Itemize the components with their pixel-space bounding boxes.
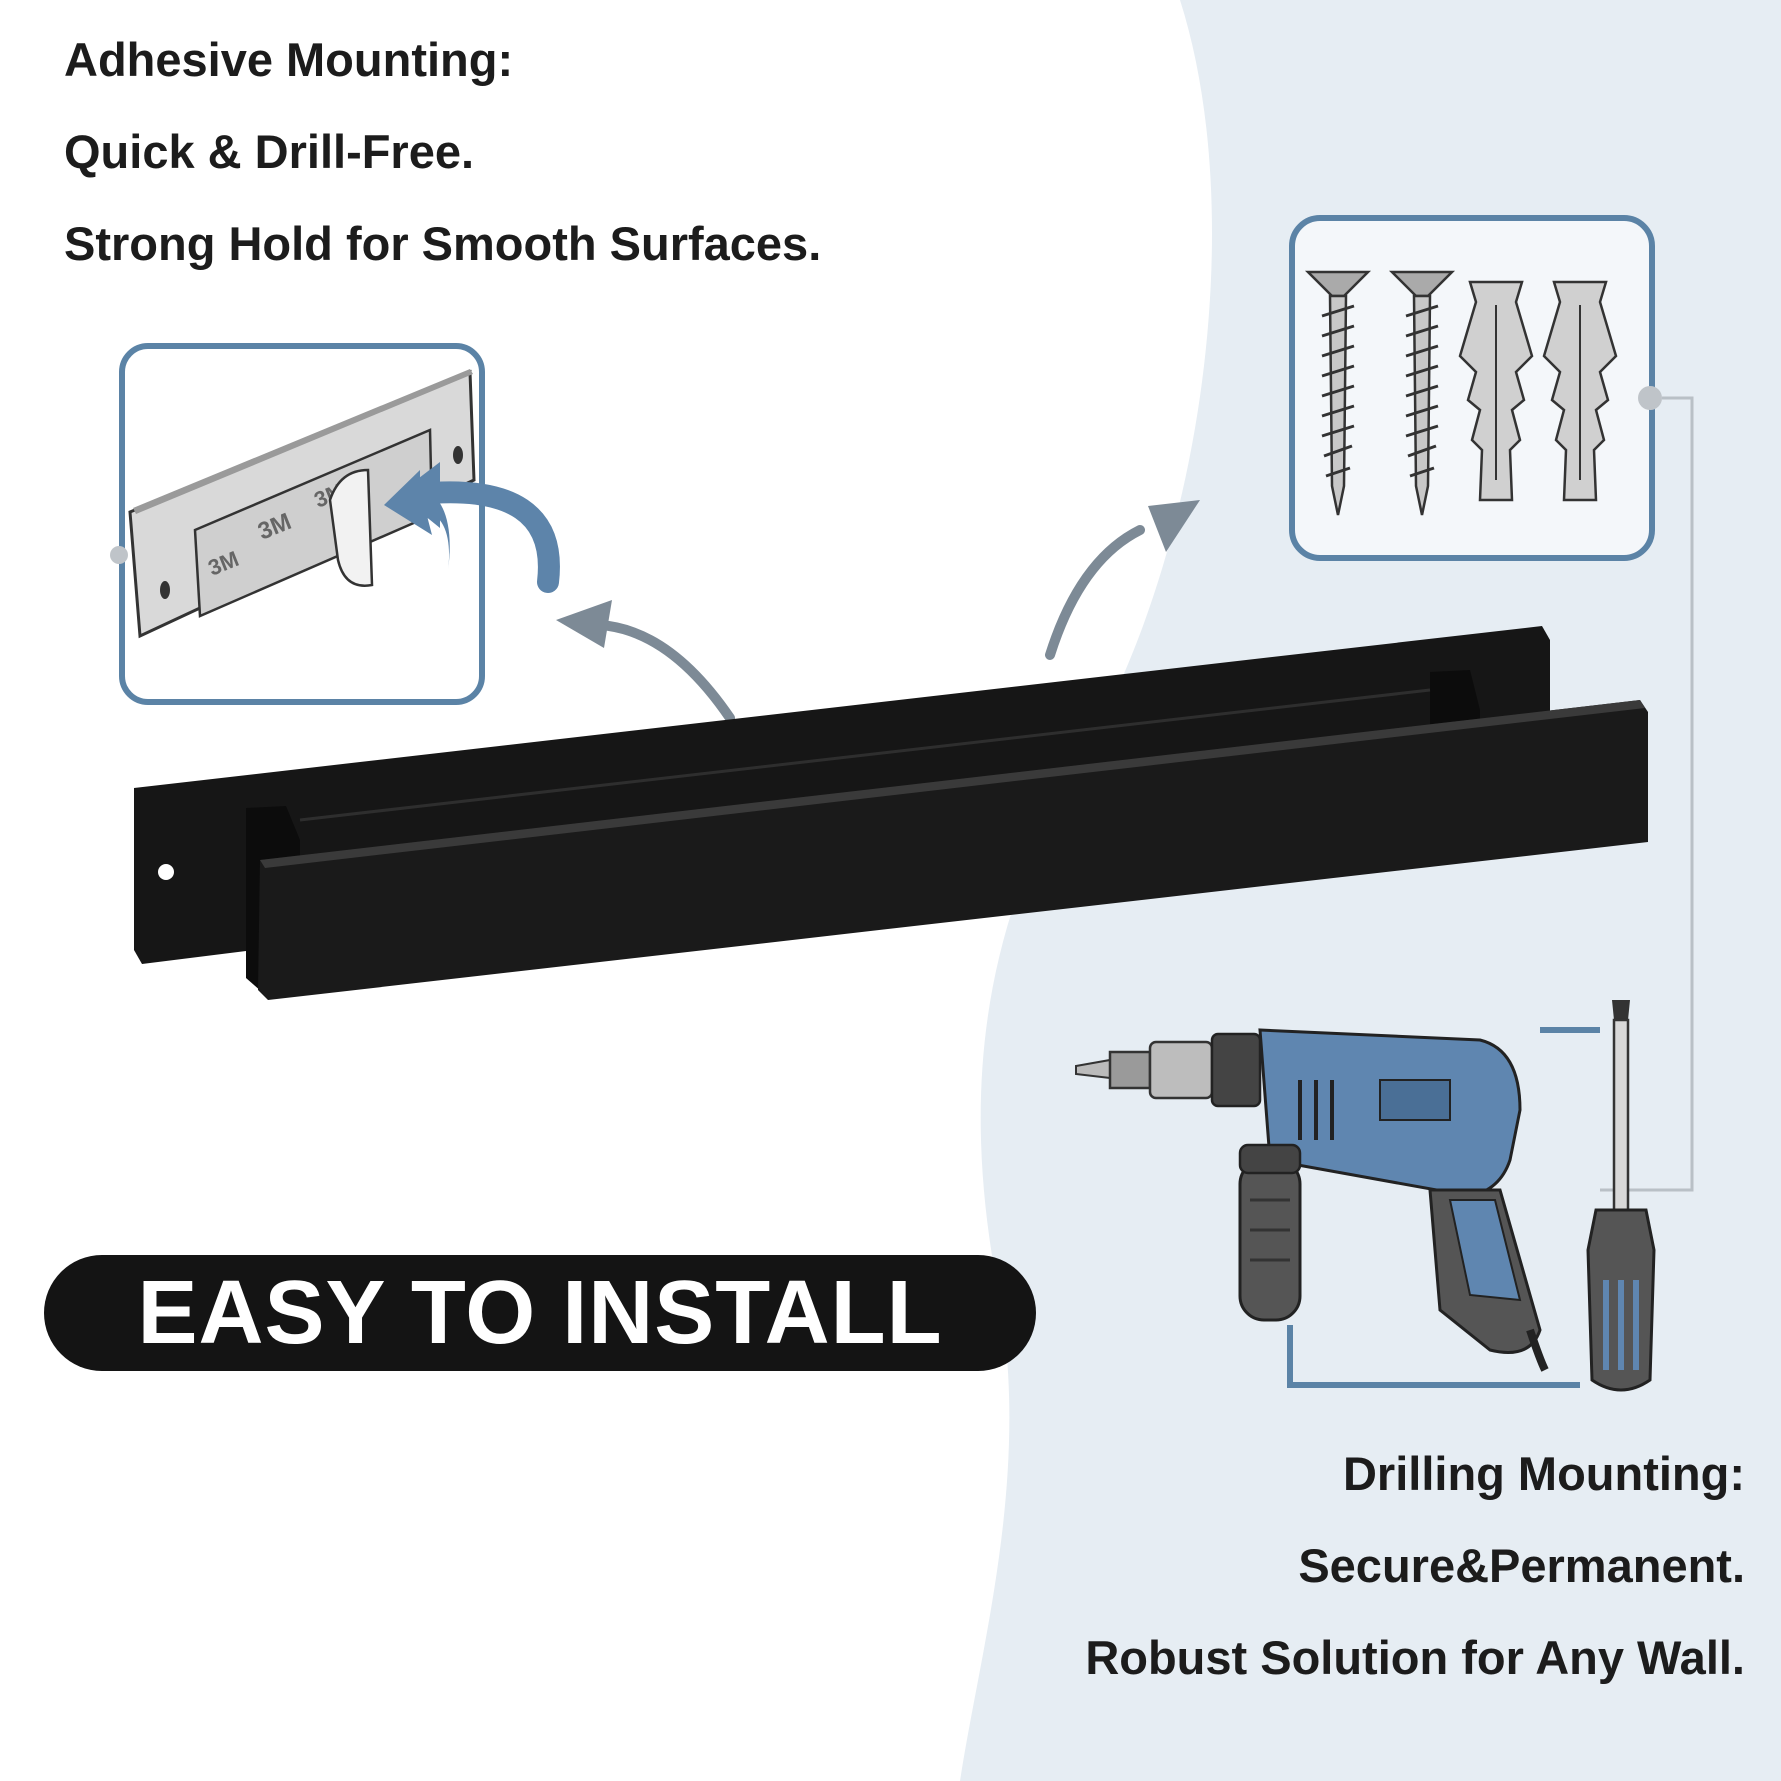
badge-label: EASY TO INSTALL [137,1262,943,1363]
drilling-line-1: Secure&Permanent. [1298,1539,1745,1592]
easy-to-install-badge: EASY TO INSTALL [44,1255,1036,1371]
drilling-line-2: Robust Solution for Any Wall. [1085,1631,1745,1684]
adhesive-title: Adhesive Mounting: [64,33,514,86]
adhesive-line-1: Quick & Drill-Free. [64,125,475,178]
drilling-title: Drilling Mounting: [1342,1447,1745,1500]
adhesive-line-2: Strong Hold for Smooth Surfaces. [64,217,822,270]
